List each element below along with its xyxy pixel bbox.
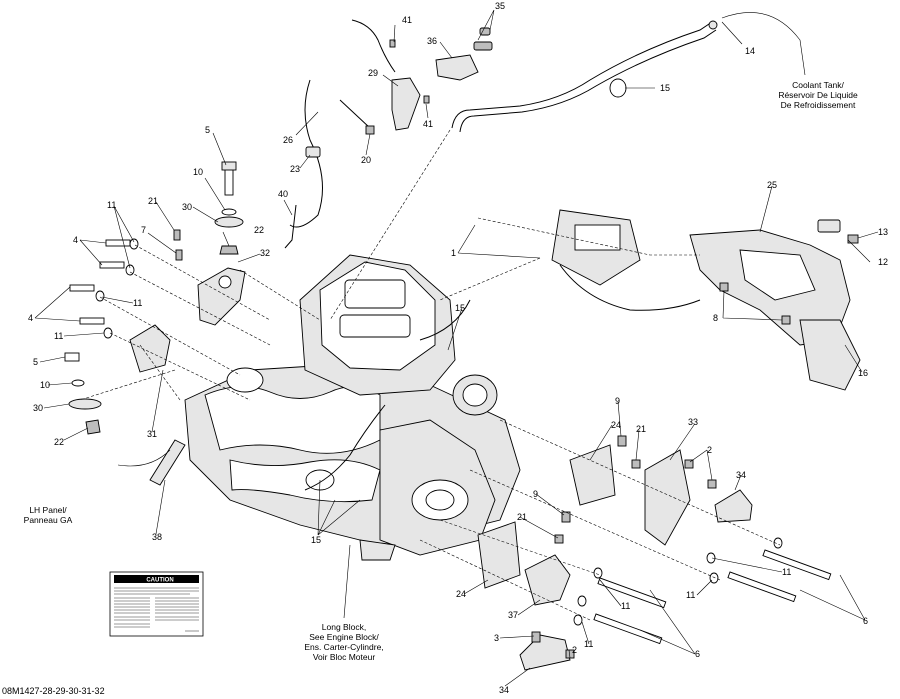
engine-assembly-illustration (184, 254, 521, 561)
alignment-lines (79, 129, 781, 621)
callout-11: 11 (54, 331, 63, 341)
callout-16: 16 (858, 368, 868, 378)
callout-11: 11 (686, 590, 695, 600)
callout-9: 9 (533, 489, 538, 499)
svg-text:De Refroidissement: De Refroidissement (781, 100, 856, 110)
callout-11: 11 (584, 639, 593, 649)
callout-24: 24 (456, 589, 466, 599)
caution-title: CAUTION (146, 578, 173, 584)
callout-8: 8 (713, 313, 718, 323)
callout-25: 25 (767, 180, 777, 190)
callout-21: 21 (636, 424, 646, 434)
callout-4: 4 (73, 235, 78, 245)
callout-15: 15 (660, 83, 670, 93)
callout-22: 22 (254, 225, 264, 235)
callout-5: 5 (205, 125, 210, 135)
callout-23: 23 (290, 164, 300, 174)
callout-14: 14 (745, 46, 755, 56)
callout-2: 2 (572, 645, 577, 655)
callout-34: 34 (499, 685, 509, 695)
callout-29: 29 (368, 68, 378, 78)
callout-11: 11 (621, 601, 630, 611)
callout-32: 32 (260, 248, 270, 258)
leader-lines (34, 9, 879, 687)
callout-37: 37 (508, 610, 518, 620)
svg-text:Voir Bloc Moteur: Voir Bloc Moteur (313, 652, 376, 662)
svg-text:Ens. Carter-Cylindre,: Ens. Carter-Cylindre, (304, 642, 383, 652)
figure-id: 08M1427-28-29-30-31-32 (2, 686, 105, 696)
callout-21: 21 (148, 196, 158, 206)
svg-text:Long Block,: Long Block, (322, 622, 366, 632)
callout-9: 9 (615, 396, 620, 406)
svg-text:LH Panel/: LH Panel/ (29, 505, 67, 515)
callout-15: 15 (455, 303, 465, 313)
callout-11: 11 (107, 200, 116, 210)
callout-3: 3 (494, 633, 499, 643)
callout-38: 38 (152, 532, 162, 542)
callout-15: 15 (311, 535, 321, 545)
callout-5: 5 (33, 357, 38, 367)
callout-40: 40 (278, 189, 288, 199)
callout-12: 12 (878, 257, 888, 267)
coolant-hose-illustration (451, 20, 718, 133)
callout-36: 36 (427, 36, 437, 46)
callout-24: 24 (611, 420, 621, 430)
callout-10: 10 (40, 380, 50, 390)
svg-text:Coolant Tank/: Coolant Tank/ (792, 80, 844, 90)
callout-21: 21 (517, 512, 527, 522)
callout-1: 1 (451, 248, 456, 258)
callout-13: 13 (878, 227, 888, 237)
callout-34: 34 (736, 470, 746, 480)
callout-31: 31 (147, 429, 157, 439)
note-lh-panel: LH Panel/ Panneau GA (24, 505, 73, 525)
callout-22: 22 (54, 437, 64, 447)
parts-illustrations (64, 19, 861, 671)
caution-label: CAUTION (109, 571, 204, 637)
svg-text:Panneau GA: Panneau GA (24, 515, 73, 525)
callout-6: 6 (695, 649, 700, 659)
svg-text:See Engine Block/: See Engine Block/ (309, 632, 379, 642)
svg-text:Réservoir De Liquide: Réservoir De Liquide (778, 90, 858, 100)
callout-labels: 1 2 2 3 4 4 5 5 6 6 7 8 9 9 10 10 11 11 … (28, 1, 888, 695)
callout-41: 41 (402, 15, 412, 25)
callout-35: 35 (495, 1, 505, 11)
note-long-block: Long Block, See Engine Block/ Ens. Carte… (304, 622, 383, 662)
callout-11: 11 (133, 298, 142, 308)
callout-41: 41 (423, 119, 433, 129)
callout-20: 20 (361, 155, 371, 165)
callout-6: 6 (863, 616, 868, 626)
callout-26: 26 (283, 135, 293, 145)
callout-2: 2 (707, 445, 712, 455)
callout-30: 30 (182, 202, 192, 212)
callout-7: 7 (141, 225, 146, 235)
callout-11: 11 (782, 567, 791, 577)
callout-10: 10 (193, 167, 203, 177)
callout-4: 4 (28, 313, 33, 323)
callout-33: 33 (688, 417, 698, 427)
callout-30: 30 (33, 403, 43, 413)
note-coolant-tank: Coolant Tank/ Réservoir De Liquide De Re… (778, 80, 858, 110)
